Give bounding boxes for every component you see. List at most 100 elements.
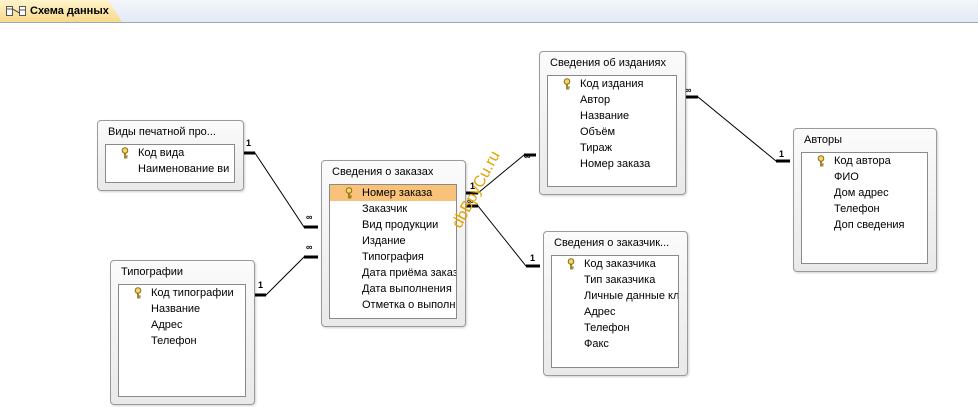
primary-key-icon — [816, 155, 826, 167]
field-item[interactable]: Доп сведения — [802, 217, 927, 233]
field-item[interactable]: Адрес — [119, 317, 245, 333]
table-title[interactable]: Сведения о заказах — [332, 166, 434, 178]
field-item[interactable]: Дата приёма заказ — [330, 265, 456, 281]
field-label: Типография — [362, 251, 424, 263]
relationship-line — [464, 205, 540, 267]
field-label: Название — [580, 110, 630, 122]
field-label: Дата приёма заказ — [362, 267, 457, 279]
field-item[interactable]: Тип заказчика — [552, 272, 678, 288]
field-label: Автор — [580, 94, 611, 106]
field-item[interactable]: Код типографии — [119, 285, 245, 301]
primary-key-icon — [566, 258, 576, 270]
field-item[interactable]: Личные данные кл — [552, 288, 678, 304]
field-item[interactable]: Название — [119, 301, 245, 317]
field-label: Адрес — [151, 319, 183, 331]
field-label: Телефон — [584, 322, 630, 334]
field-label: Название — [151, 303, 201, 315]
field-item[interactable]: Дата выполнения — [330, 281, 456, 297]
primary-key-icon — [133, 287, 143, 299]
field-label: Номер заказа — [362, 187, 433, 199]
field-label: Тип заказчика — [584, 274, 656, 286]
field-item[interactable]: Дом адрес — [802, 185, 927, 201]
field-item[interactable]: Объём — [548, 124, 676, 140]
cardinality-one: 1 — [258, 280, 264, 290]
field-label: Дом адрес — [834, 187, 889, 199]
cardinality-one: 1 — [530, 253, 536, 263]
cardinality-one: 1 — [470, 181, 476, 191]
field-item[interactable]: Телефон — [119, 333, 245, 349]
table-title[interactable]: Типографии — [121, 266, 184, 278]
field-label: Код издания — [580, 78, 644, 90]
relationship-line — [684, 96, 790, 162]
field-item[interactable]: Отметка о выполн — [330, 297, 456, 313]
field-item[interactable]: Код автора — [802, 153, 927, 169]
cardinality-many: ∞ — [467, 196, 474, 206]
field-item[interactable]: Код вида — [106, 145, 234, 161]
field-label: Дата выполнения — [362, 283, 452, 295]
field-item[interactable]: Название — [548, 108, 676, 124]
field-item[interactable]: Номер заказа — [548, 156, 676, 172]
cardinality-many: ∞ — [524, 151, 531, 161]
tab-data-schema[interactable]: Схема данных — [0, 0, 122, 22]
field-item[interactable]: Издание — [330, 233, 456, 249]
field-item[interactable]: Код издания — [548, 76, 676, 92]
field-label: ФИО — [834, 171, 859, 183]
table-title[interactable]: Сведения об изданиях — [550, 57, 666, 69]
cardinality-many: ∞ — [306, 212, 313, 222]
field-label: Наименование ви — [138, 163, 230, 175]
field-item[interactable]: Адрес — [552, 304, 678, 320]
field-label: Издание — [362, 235, 406, 247]
field-item[interactable]: Тираж — [548, 140, 676, 156]
field-label: Код вида — [138, 147, 185, 159]
cardinality-one: 1 — [779, 149, 785, 159]
field-item[interactable]: Номер заказа — [330, 185, 456, 201]
primary-key-icon — [562, 78, 572, 90]
cardinality-many: ∞ — [685, 85, 692, 95]
field-label: Тираж — [580, 142, 612, 154]
field-item[interactable]: Телефон — [802, 201, 927, 217]
tab-label: Схема данных — [30, 5, 109, 17]
field-item[interactable]: Автор — [548, 92, 676, 108]
field-label: Заказчик — [362, 203, 408, 215]
field-item[interactable]: ФИО — [802, 169, 927, 185]
table-title[interactable]: Авторы — [804, 134, 842, 146]
field-label: Телефон — [151, 335, 197, 347]
relationship-lines — [242, 95, 790, 297]
field-label: Код типографии — [151, 287, 234, 299]
field-item[interactable]: Заказчик — [330, 201, 456, 217]
cardinality-one: 1 — [246, 138, 252, 148]
table-title[interactable]: Сведения о заказчик... — [554, 237, 670, 249]
field-label: Код заказчика — [584, 258, 656, 270]
field-item[interactable]: Код заказчика — [552, 256, 678, 272]
field-label: Вид продукции — [362, 219, 439, 231]
field-label: Код автора — [834, 155, 891, 167]
field-item[interactable]: Вид продукции — [330, 217, 456, 233]
cardinality-many: ∞ — [306, 242, 313, 252]
field-label: Доп сведения — [834, 219, 905, 231]
field-label: Телефон — [834, 203, 880, 215]
table-title[interactable]: Виды печатной про... — [108, 126, 216, 138]
field-label: Объём — [580, 126, 616, 138]
field-label: Факс — [584, 338, 609, 350]
relationships-icon — [6, 6, 26, 16]
field-label: Номер заказа — [580, 158, 651, 170]
field-item[interactable]: Типография — [330, 249, 456, 265]
primary-key-icon — [344, 187, 354, 199]
field-item[interactable]: Наименование ви — [106, 161, 234, 177]
field-label: Адрес — [584, 306, 616, 318]
field-item[interactable]: Факс — [552, 336, 678, 352]
field-label: Отметка о выполн — [362, 299, 456, 311]
field-item[interactable]: Телефон — [552, 320, 678, 336]
